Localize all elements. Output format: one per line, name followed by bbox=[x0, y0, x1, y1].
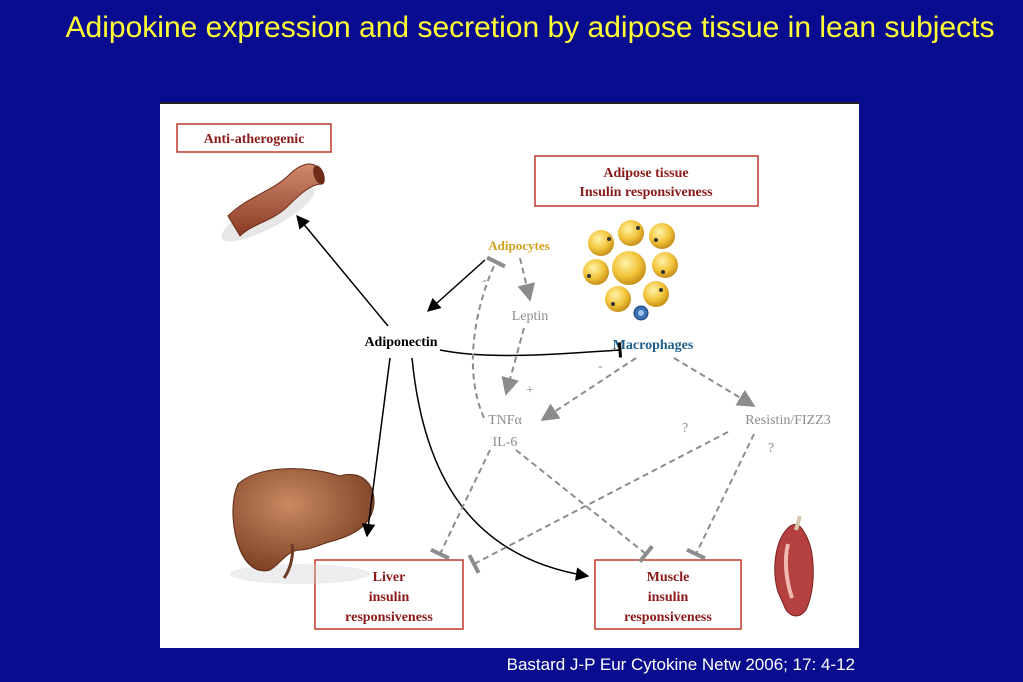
diagram-panel: Anti-atherogenic Adipose tissue Insulin … bbox=[160, 102, 859, 648]
citation: Bastard J-P Eur Cytokine Netw 2006; 17: … bbox=[506, 655, 855, 674]
anti-atherogenic-label: Anti-atherogenic bbox=[204, 132, 305, 147]
muscle-responsiveness-label: responsiveness bbox=[624, 610, 712, 625]
artery-icon bbox=[221, 163, 325, 242]
adiponectin-label: Adiponectin bbox=[364, 335, 437, 350]
il6-label: IL-6 bbox=[493, 435, 518, 450]
arrow-macrophages-to-tnf bbox=[540, 357, 637, 421]
adipocyte-cluster-icon bbox=[583, 220, 678, 312]
inhibit-resistin-to-muscle bbox=[686, 433, 755, 561]
macrophage-icon bbox=[633, 305, 649, 321]
inhibit-tnf-to-adipocytes bbox=[471, 255, 506, 419]
macrophages-label: Macrophages bbox=[613, 338, 694, 353]
arrow-adiponectin-to-antiatherogenic bbox=[296, 214, 389, 327]
muscle-insulin-label: insulin bbox=[648, 590, 689, 605]
adipokine-diagram: Anti-atherogenic Adipose tissue Insulin … bbox=[176, 123, 831, 630]
minus-sign-macrophages: - bbox=[598, 359, 603, 374]
muscle-icon bbox=[774, 515, 814, 617]
arrow-adiponectin-to-liver bbox=[361, 357, 391, 538]
slide-title: Adipokine expression and secretion by ad… bbox=[65, 11, 995, 44]
arrow-adipocytes-to-adiponectin bbox=[426, 259, 486, 312]
question-mark-mid: ? bbox=[682, 421, 688, 436]
liver-insulin-label: insulin bbox=[369, 590, 410, 605]
tnf-alpha-label: TNFα bbox=[488, 413, 522, 428]
inhibit-il6-to-muscle bbox=[515, 449, 654, 564]
muscle-box: Muscle insulin responsiveness bbox=[594, 559, 742, 630]
arrow-adiponectin-to-muscle bbox=[411, 357, 590, 581]
adipose-tissue-label: Adipose tissue bbox=[603, 166, 688, 181]
arrow-leptin-to-tnf bbox=[501, 327, 525, 396]
leptin-label: Leptin bbox=[512, 309, 549, 324]
liver-icon bbox=[230, 468, 375, 584]
insulin-responsiveness-label: Insulin responsiveness bbox=[579, 185, 713, 200]
liver-responsiveness-label: responsiveness bbox=[345, 610, 433, 625]
plus-sign: + bbox=[526, 383, 534, 398]
question-mark-resistin: ? bbox=[768, 441, 774, 456]
muscle-label: Muscle bbox=[647, 570, 690, 585]
inhibit-il6-to-liver bbox=[430, 449, 491, 561]
inhibit-adiponectin-to-macrophages bbox=[439, 342, 622, 358]
adipocytes-label: Adipocytes bbox=[488, 238, 549, 253]
anti-atherogenic-box: Anti-atherogenic bbox=[176, 123, 332, 153]
arrow-macrophages-to-resistin bbox=[673, 357, 756, 407]
liver-box: Liver insulin responsiveness bbox=[314, 559, 464, 630]
inhibit-resistin-to-liver bbox=[467, 431, 729, 574]
resistin-label: Resistin/FIZZ3 bbox=[745, 413, 831, 428]
arrow-adipocytes-to-leptin bbox=[517, 257, 536, 302]
liver-label: Liver bbox=[373, 570, 406, 585]
adipose-tissue-box: Adipose tissue Insulin responsiveness bbox=[534, 155, 759, 207]
minus-sign-adipocytes: - bbox=[482, 273, 487, 288]
